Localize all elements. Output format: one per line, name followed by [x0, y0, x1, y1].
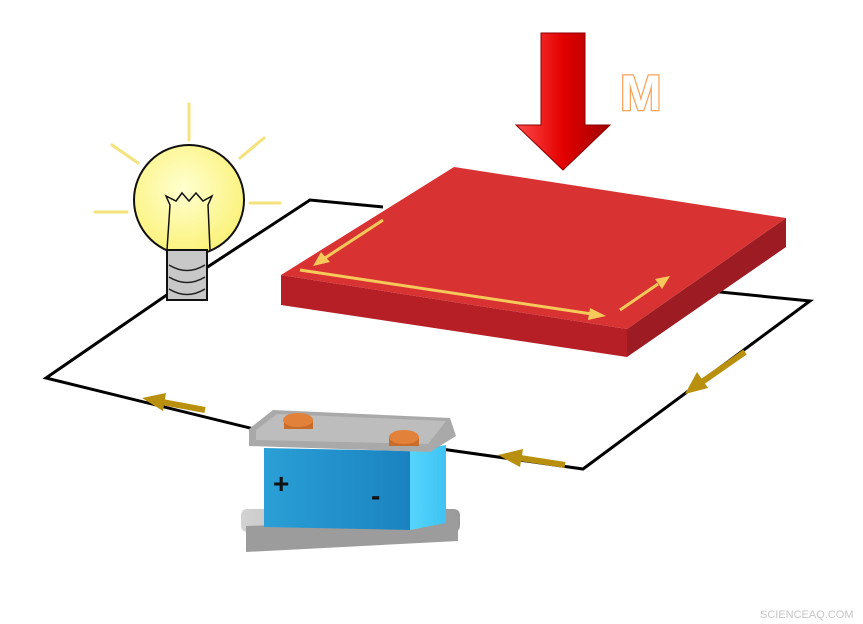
negative-terminal [389, 430, 419, 446]
bulb-filament [164, 191, 214, 251]
slab-top [281, 167, 786, 329]
magnetization-arrow-icon [514, 32, 612, 171]
edge-arrow-front [299, 268, 606, 320]
bulb-base [166, 249, 208, 301]
watermark: SCIENCEAQ.COM [760, 609, 854, 621]
edge-arrow-left [313, 218, 384, 266]
battery-icon: + - [241, 410, 460, 552]
positive-sign: + [273, 468, 289, 499]
positive-terminal [283, 413, 313, 429]
wire-current-arrow-left [142, 393, 206, 413]
bulb-rays [93, 102, 282, 214]
wire-current-arrow-bottom [498, 449, 566, 468]
slab-front [281, 275, 627, 357]
wire-current-arrow-right [685, 349, 747, 394]
light-bulb-icon [93, 102, 282, 301]
negative-sign: - [371, 480, 380, 511]
battery-body-front [264, 448, 410, 530]
magnetization-label: M [620, 65, 662, 121]
magnetic-slab [281, 167, 786, 357]
edge-current-arrows [299, 218, 670, 320]
slab-side [627, 218, 786, 357]
battery-body-side [410, 445, 446, 530]
edge-arrow-right [619, 276, 670, 312]
